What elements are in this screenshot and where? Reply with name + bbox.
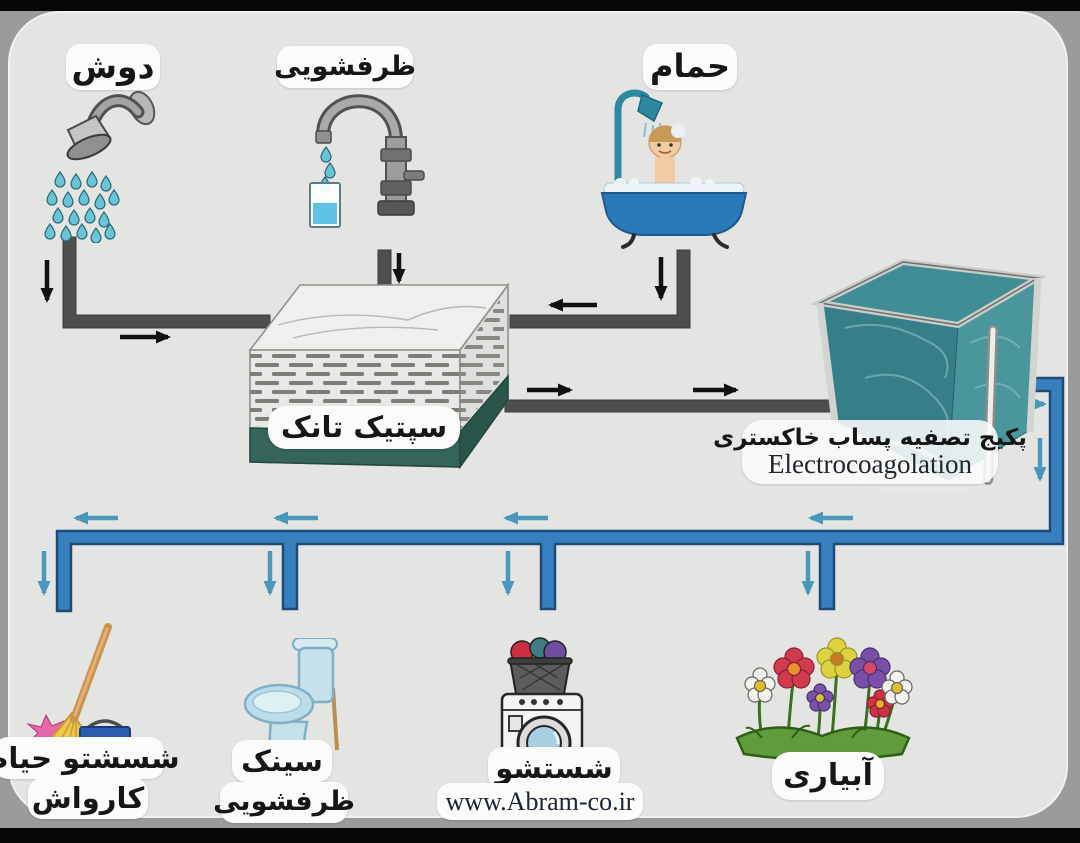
flower-red-small: [866, 689, 894, 718]
flower-red: [773, 647, 815, 689]
shower-label: دوش: [66, 44, 160, 90]
dishwashing-label: ظرفشویی: [274, 46, 416, 88]
sink-label-line2: ظرفشویی: [213, 782, 355, 823]
treatment-unit-label: پکیج تصفیه پساب خاکستری Electrocoagolati…: [713, 420, 1027, 484]
laundry-label: شستشو: [488, 747, 620, 789]
yard-carwash-label-line2: کارواش: [28, 778, 148, 819]
flower-yellow: [816, 637, 858, 679]
shower-head-icon: [44, 90, 156, 243]
flower-purple-small: [806, 683, 834, 712]
faucet-glass-icon: [309, 94, 425, 228]
sink-label-line1: سینک: [232, 740, 332, 782]
frame-top-bar: [0, 0, 1080, 11]
flower-white: [744, 667, 776, 703]
website-label: www.Abram-co.ir: [437, 783, 643, 820]
flower-white2: [881, 670, 913, 705]
irrigation-label: آبیاری: [772, 752, 884, 800]
yard-carwash-label-line1: شسشتو حیاط: [0, 737, 180, 779]
septic-tank-label: سپتیک تانک: [268, 406, 460, 449]
frame-bottom-bar: [0, 828, 1080, 843]
treatment-unit-label-fa: پکیج تصفیه پساب خاکستری: [713, 424, 1027, 451]
flowers-icon: [735, 637, 913, 762]
flower-purple: [849, 647, 891, 689]
treatment-unit-label-en: Electrocoagolation: [768, 448, 972, 479]
bathroom-label: حمام: [643, 44, 737, 90]
bathtub-kid-icon: [600, 89, 748, 249]
